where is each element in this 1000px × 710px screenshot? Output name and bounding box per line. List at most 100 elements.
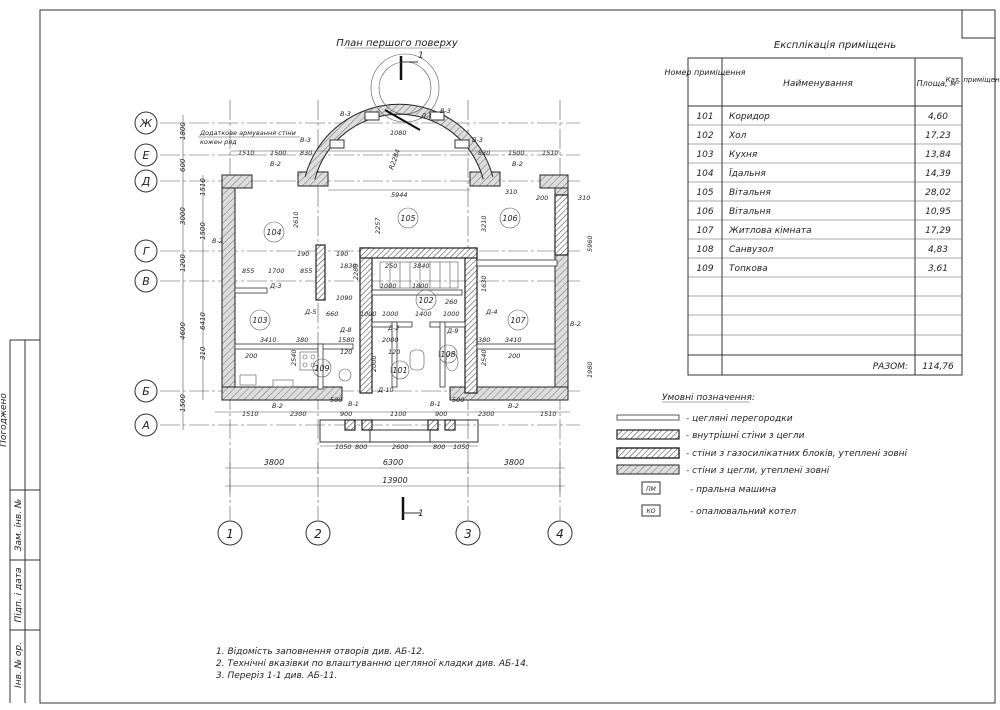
interior-walls (234, 194, 569, 394)
svg-text:13,84: 13,84 (925, 150, 951, 160)
svg-text:Топкова: Топкова (729, 264, 768, 274)
svg-text:3800: 3800 (504, 458, 524, 467)
svg-text:600: 600 (179, 158, 187, 172)
col-cat-header: Кат. приміщення (946, 76, 1000, 84)
svg-text:1000: 1000 (380, 282, 397, 290)
stamp-box (961, 9, 996, 39)
reinforcement-note: Додаткове армування стіни (199, 129, 296, 137)
svg-text:4,83: 4,83 (928, 245, 948, 255)
axis-label-d: Д (141, 175, 151, 188)
svg-text:1: 1 (418, 51, 424, 61)
svg-text:102: 102 (696, 131, 713, 141)
axis-label-4: 4 (556, 527, 564, 541)
svg-text:108: 108 (440, 350, 455, 359)
svg-text:3410: 3410 (260, 336, 277, 344)
porch: 1050 800 2600 800 1050 (319, 419, 479, 451)
note-1: 1. Відомість заповнення отворів див. АБ-… (216, 647, 425, 657)
svg-text:В-1: В-1 (430, 400, 441, 408)
svg-text:4,60: 4,60 (928, 112, 948, 122)
legend: Умовні позначення: - цегляні перегородки… (616, 393, 908, 517)
svg-text:В-2: В-2 (508, 402, 519, 410)
svg-text:Д-2: Д-2 (387, 324, 400, 332)
legend-item-partitions: - цегляні перегородки (686, 414, 793, 424)
svg-text:2600: 2600 (392, 443, 409, 451)
boiler-icon: КО (647, 508, 656, 515)
svg-text:1800: 1800 (179, 122, 187, 140)
svg-text:102: 102 (418, 296, 433, 305)
svg-text:2000: 2000 (370, 355, 378, 372)
svg-text:101: 101 (696, 112, 713, 122)
svg-text:105: 105 (696, 188, 713, 198)
col-area-header: Площа, м² (917, 79, 961, 88)
left-approval-strip: Погоджено Зам. інв. № Підп. і дата Інв. … (0, 339, 40, 703)
sign-date-label: Підп. і дата (14, 568, 24, 623)
legend-item-boiler: - опалювальний котел (690, 507, 796, 517)
svg-text:109: 109 (696, 264, 713, 274)
axis-label-b: Б (142, 385, 150, 398)
svg-text:830: 830 (478, 149, 490, 157)
svg-text:Житлова кімната: Житлова кімната (728, 226, 812, 236)
svg-text:В-1: В-1 (348, 400, 359, 408)
svg-text:800: 800 (433, 443, 445, 451)
axis-label-3: 3 (464, 527, 472, 541)
svg-text:3800: 3800 (264, 458, 284, 467)
svg-text:120: 120 (340, 348, 352, 356)
svg-text:106: 106 (696, 207, 713, 217)
svg-text:1980: 1980 (586, 361, 594, 378)
svg-text:10,95: 10,95 (925, 207, 951, 217)
svg-text:107: 107 (510, 316, 526, 325)
svg-text:105: 105 (400, 214, 415, 223)
note-3: 3. Переріз 1-1 див. АБ-11. (216, 671, 337, 681)
svg-text:В-2: В-2 (270, 160, 281, 168)
svg-text:1830: 1830 (340, 262, 357, 270)
svg-text:1510: 1510 (540, 410, 557, 418)
general-notes: 1. Відомість заповнення отворів див. АБ-… (216, 647, 529, 681)
svg-text:В-2: В-2 (570, 320, 581, 328)
svg-text:260: 260 (445, 298, 457, 306)
washing-machine-icon: ПМ (646, 486, 657, 493)
note-2: 2. Технічні вказівки по влаштуванню цегл… (216, 659, 529, 669)
svg-text:1050: 1050 (453, 443, 470, 451)
svg-text:Їдальня: Їдальня (729, 168, 766, 179)
svg-text:5944: 5944 (391, 191, 408, 199)
svg-text:1000: 1000 (443, 310, 460, 318)
svg-text:Д-10: Д-10 (377, 386, 394, 394)
svg-text:В-3: В-3 (472, 136, 483, 144)
svg-text:В-2: В-2 (512, 160, 523, 168)
axis-label-1: 1 (226, 527, 234, 541)
svg-text:В-2: В-2 (272, 402, 283, 410)
svg-text:190: 190 (336, 250, 348, 258)
svg-text:380: 380 (296, 336, 308, 344)
inv-no-label: Зам. інв. № (14, 499, 24, 552)
svg-text:1000: 1000 (382, 310, 399, 318)
svg-text:Д-9: Д-9 (446, 327, 459, 335)
axis-label-h: Г (143, 245, 150, 258)
axis-label-v: В (142, 275, 150, 288)
svg-text:1500: 1500 (179, 394, 187, 412)
svg-text:310: 310 (578, 194, 590, 202)
svg-text:250: 250 (385, 262, 397, 270)
svg-text:Хол: Хол (728, 131, 747, 141)
plan-title: План першого поверху (336, 38, 459, 49)
exterior-walls (221, 53, 569, 401)
svg-text:660: 660 (326, 310, 338, 318)
svg-text:106: 106 (502, 214, 517, 223)
svg-text:500: 500 (452, 396, 464, 404)
svg-text:2257: 2257 (374, 217, 382, 234)
svg-text:190: 190 (297, 250, 309, 258)
svg-text:Д-1: Д-1 (420, 112, 433, 120)
explication-title: Експлікація приміщень (774, 39, 896, 51)
col-no-header: Номер приміщення (665, 68, 746, 77)
svg-text:310: 310 (199, 346, 207, 360)
svg-text:2000: 2000 (382, 336, 399, 344)
legend-item-washing-machine: - пральна машина (690, 485, 776, 495)
axis-label-2: 2 (314, 527, 322, 541)
svg-text:1510: 1510 (238, 149, 255, 157)
svg-text:1050: 1050 (335, 443, 352, 451)
svg-text:2300: 2300 (290, 410, 307, 418)
